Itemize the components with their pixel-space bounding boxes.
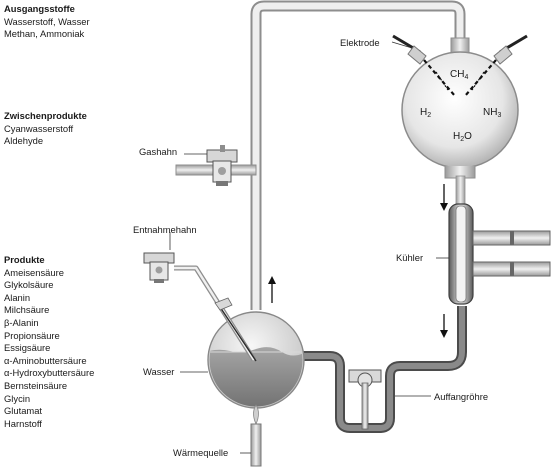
- list-item: Milchsäure: [4, 304, 50, 316]
- burner-icon: [250, 423, 262, 467]
- condenser: [448, 203, 551, 305]
- label-entnahmehahn: Entnahmehahn: [133, 224, 197, 235]
- label-kuehler: Kühler: [396, 252, 424, 263]
- panel-zwischenprodukte: Zwischenprodukte Cyanwasserstoff Aldehyd…: [4, 110, 87, 148]
- gas-nh3: NH3: [483, 107, 501, 119]
- list-item: Propionsäure: [4, 329, 60, 341]
- list-item: Essigsäure: [4, 342, 51, 354]
- arrow-up-icon: [268, 276, 276, 303]
- vapor-tube: [250, 0, 466, 310]
- panel-ausgangsstoffe: Ausgangsstoffe Wasserstoff, Wasser Metha…: [4, 3, 90, 41]
- electrode-right: [464, 34, 528, 97]
- boiling-flask: [207, 311, 305, 409]
- gas-ch4: CH4: [450, 69, 468, 81]
- label-gashahn: Gashahn: [139, 146, 178, 157]
- gas-valve: [175, 145, 257, 186]
- gas-h2o: H2O: [453, 131, 472, 143]
- arrow-down-icon: [440, 314, 448, 338]
- list-item: Wasserstoff, Wasser: [4, 15, 90, 27]
- list-item: Aldehyde: [4, 135, 44, 147]
- list-item: Bernsteinsäure: [4, 379, 68, 391]
- arrow-down-icon: [440, 184, 448, 211]
- flame-icon: [253, 404, 259, 425]
- list-item: Alanin: [4, 291, 31, 303]
- list-item: α-Aminobuttersäure: [4, 354, 87, 366]
- panel-heading-produkte: Produkte: [4, 254, 45, 265]
- list-item: Glycin: [4, 392, 31, 404]
- label-auffangroehre: Auffangröhre: [434, 391, 489, 402]
- list-item: Methan, Ammoniak: [4, 28, 85, 40]
- flask-probe: [214, 297, 257, 362]
- label-elektrode: Elektrode: [340, 37, 380, 48]
- trap-tube: [300, 306, 467, 433]
- condenser-inlet-tube: [455, 175, 466, 207]
- trap-valve: [348, 369, 382, 430]
- label-wasser: Wasser: [143, 366, 175, 377]
- electrode-left: [392, 34, 456, 97]
- label-waermequelle: Wärmequelle: [173, 447, 229, 458]
- heat-source: [250, 404, 262, 467]
- list-item: Cyanwasserstoff: [4, 122, 74, 134]
- list-item: Harnstoff: [4, 417, 42, 429]
- list-item: β-Alanin: [4, 316, 39, 328]
- list-item: Glykolsäure: [4, 279, 54, 291]
- panel-heading-ausgangsstoffe: Ausgangsstoffe: [4, 3, 75, 14]
- electrode-bulb: [401, 37, 519, 179]
- panel-heading-zwischenprodukte: Zwischenprodukte: [4, 110, 87, 121]
- list-item: α-Hydroxybuttersäure: [4, 367, 95, 379]
- list-item: Ameisensäure: [4, 266, 64, 278]
- panel-produkte: Produkte Ameisensäure Glykolsäure Alanin…: [4, 254, 94, 430]
- list-item: Glutamat: [4, 405, 43, 417]
- leader-lines: [169, 41, 449, 454]
- gas-h2: H2: [420, 107, 431, 119]
